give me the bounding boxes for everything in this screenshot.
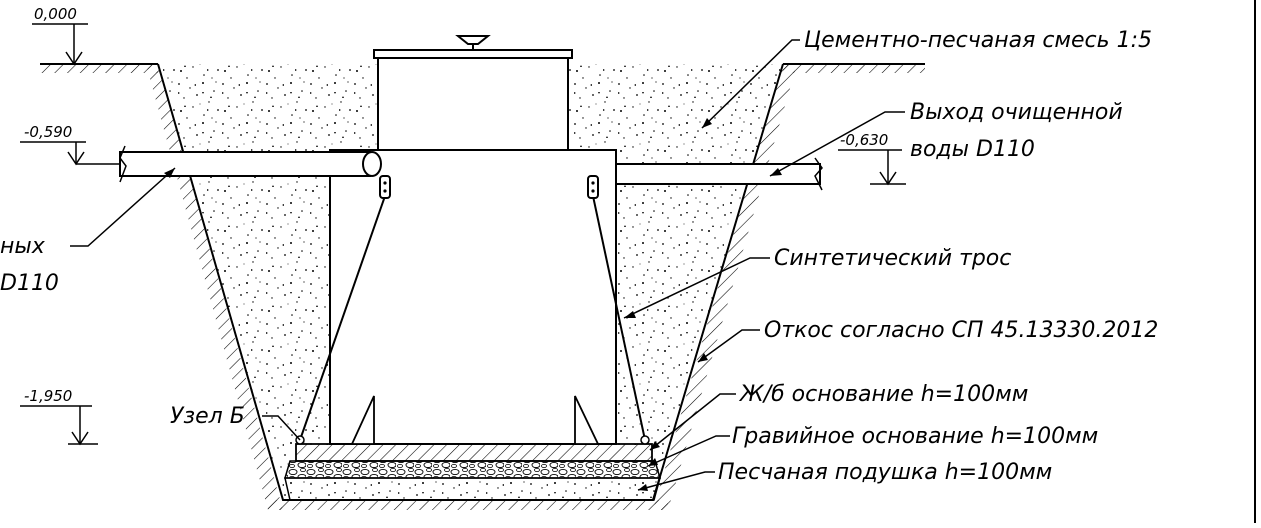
elevation-mark-outlet: -0,630 bbox=[838, 131, 906, 186]
leader-arrowheads bbox=[164, 118, 782, 491]
gravel-base bbox=[283, 460, 662, 479]
lid-handle-icon bbox=[455, 35, 491, 50]
label-slope: Откос согласно СП 45.13330.2012 bbox=[764, 318, 1158, 343]
label-sand-cushion: Песчаная подушка h=100мм bbox=[718, 460, 1052, 485]
label-rope: Синтетический трос bbox=[774, 246, 1011, 271]
label-backfill: Цементно-песчаная смесь 1:5 bbox=[804, 28, 1152, 53]
label-node: Узел Б bbox=[170, 404, 245, 429]
ground-surface-right bbox=[783, 63, 925, 73]
label-concrete-base: Ж/б основание h=100мм bbox=[738, 382, 1028, 407]
elevation-mark-bottom: -1,950 bbox=[20, 387, 98, 446]
label-inlet-line2: D110 bbox=[0, 271, 59, 296]
elevation-mark-inlet: -0,590 bbox=[20, 123, 120, 166]
elevation-mark-ground: 0,000 bbox=[32, 5, 100, 66]
pit-bottom-hatch bbox=[268, 500, 668, 510]
elevation-outlet-text: -0,630 bbox=[840, 131, 888, 149]
label-outlet-line2: воды D110 bbox=[910, 137, 1035, 162]
inlet-pipe bbox=[119, 145, 382, 183]
leader-lines bbox=[70, 39, 905, 491]
elevation-inlet-text: -0,590 bbox=[24, 123, 72, 141]
label-outlet-line1: Выход очищенной bbox=[910, 100, 1123, 125]
concrete-base bbox=[295, 443, 653, 462]
septic-tank bbox=[329, 49, 617, 445]
synthetic-rope bbox=[295, 175, 650, 445]
label-inlet-line1: ных bbox=[0, 234, 46, 259]
elevation-ground-text: 0,000 bbox=[34, 5, 77, 23]
elevation-bottom-text: -1,950 bbox=[24, 387, 72, 405]
outlet-pipe bbox=[615, 157, 823, 191]
sand-cushion bbox=[284, 477, 661, 501]
ground-surface-left bbox=[40, 63, 158, 73]
label-gravel-base: Гравийное основание h=100мм bbox=[732, 424, 1098, 449]
